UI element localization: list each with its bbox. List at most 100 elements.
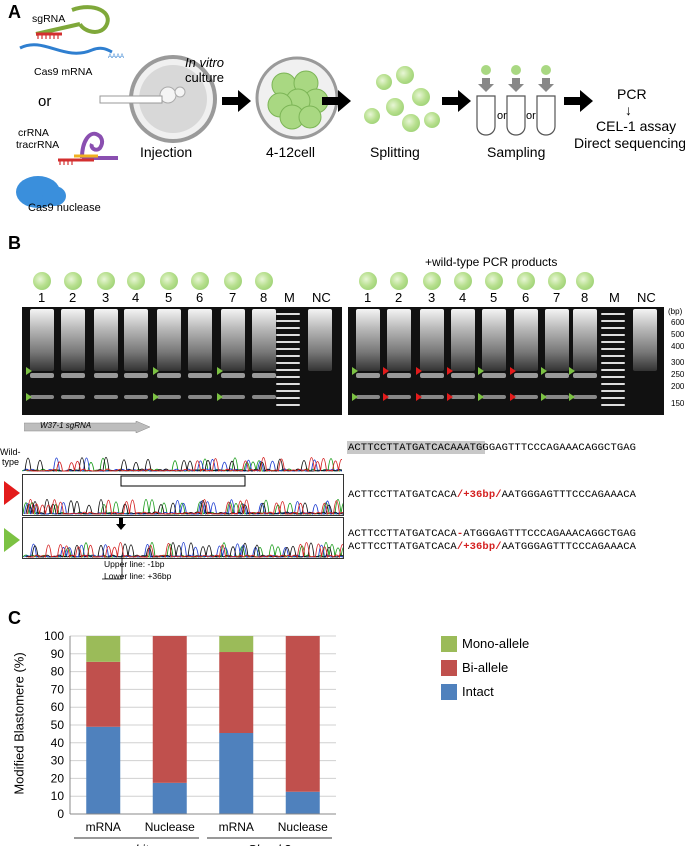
- ladder-band: [601, 320, 625, 322]
- ladder-band: [601, 341, 625, 343]
- x-tick-label: Nuclease: [145, 820, 195, 834]
- blastomere-icon: [64, 272, 82, 290]
- bp-tick-label: 200: [671, 382, 685, 391]
- green-arrowhead-icon: [153, 367, 159, 375]
- ladder-band: [276, 397, 300, 399]
- gel-lane: [308, 307, 332, 415]
- y-tick-label: 80: [51, 665, 65, 679]
- chromatogram-wild-type: [22, 434, 342, 472]
- injection-zygote: [99, 55, 217, 143]
- gel-band: [124, 373, 148, 378]
- ladder-band: [601, 383, 625, 385]
- cas9-mrna-label: Cas9 mRNA: [34, 66, 93, 78]
- y-tick-label: 50: [51, 718, 65, 732]
- y-tick-label: 30: [51, 754, 65, 768]
- legend-swatch: [441, 684, 457, 700]
- gel-band: [451, 395, 475, 399]
- gel-image-right: [348, 307, 664, 415]
- lane-label: M: [284, 290, 295, 305]
- note-bracket: [102, 555, 123, 580]
- gel-band: [356, 395, 380, 399]
- ladder-band: [601, 369, 625, 371]
- cas9-nuclease-label: Cas9 nuclease: [28, 202, 101, 214]
- ladder-band: [601, 327, 625, 329]
- green-arrow-icon: [4, 528, 20, 552]
- ladder-band: [276, 390, 300, 392]
- blastomere-icon: [255, 272, 273, 290]
- gel-smear: [545, 309, 569, 371]
- blastomere-icon: [127, 272, 145, 290]
- gel-smear: [573, 309, 597, 371]
- gel-band: [94, 373, 118, 378]
- legend-label: Bi-allele: [462, 660, 509, 675]
- gel-lane: [482, 307, 506, 415]
- bar-segment-bi-allele: [285, 636, 320, 792]
- ladder-band: [601, 404, 625, 406]
- bar-segment-intact: [86, 726, 121, 814]
- sampling-tubes: [476, 65, 556, 136]
- gel-lane: [157, 307, 181, 415]
- gel-lane: [124, 307, 148, 415]
- gel-band: [514, 373, 538, 378]
- marker-lane: [601, 307, 625, 415]
- gel-smear: [221, 309, 245, 371]
- arrow-right-icon: [564, 90, 593, 112]
- green-arrowhead-icon: [153, 393, 159, 401]
- ladder-band: [601, 334, 625, 336]
- lane-label: 2: [395, 290, 403, 305]
- bp-tick-label: 300: [671, 358, 685, 367]
- gel-band: [356, 373, 380, 378]
- blastomere-icon: [576, 272, 594, 290]
- blastomere-icon: [386, 98, 404, 116]
- seq-mono-lower: ACTTCCTTATGATCACA/+36bp/AATGGGAGTTTCCCAG…: [348, 541, 637, 553]
- lane-label: NC: [312, 290, 331, 305]
- green-arrowhead-icon: [352, 367, 358, 375]
- seq-wild-type: ACTTCCTTATGATCACAAATGGGAGTTTCCCAGAAACAGG…: [348, 442, 637, 454]
- cel1-label: CEL-1 assay: [596, 118, 677, 134]
- gel-smear: [61, 309, 85, 371]
- gel-band: [387, 395, 411, 399]
- gel-band: [482, 373, 506, 378]
- seq-mono-upper: ACTTCCTTATGATCACA-ATGGGAGTTTCCCAGAAACAGG…: [348, 528, 637, 540]
- green-arrowhead-icon: [569, 393, 575, 401]
- lane-label: 8: [260, 290, 268, 305]
- lane-label: 3: [102, 290, 110, 305]
- gel-band: [573, 373, 597, 378]
- gel-band: [545, 395, 569, 399]
- upper-line-note: Upper line: -1bp: [104, 559, 165, 569]
- gel-band: [221, 373, 245, 378]
- ladder-band: [601, 397, 625, 399]
- gel-smear: [420, 309, 444, 371]
- red-arrowhead-icon: [416, 367, 422, 375]
- ladder-band: [276, 334, 300, 336]
- lane-label: 8: [581, 290, 589, 305]
- bp-tick-label: 150: [671, 399, 685, 408]
- bar-segment-intact: [152, 782, 187, 814]
- sgrna-label: sgRNA: [32, 13, 66, 25]
- x-tick-label: mRNA: [219, 820, 254, 834]
- ladder-band: [601, 362, 625, 364]
- gel-band: [482, 395, 506, 399]
- blastomere-icon: [160, 272, 178, 290]
- blastomere-icon: [548, 272, 566, 290]
- gel-band: [252, 395, 276, 399]
- y-tick-label: 40: [51, 736, 65, 750]
- arrow-right-icon: [322, 90, 351, 112]
- gel-lane: [387, 307, 411, 415]
- right-gel-title: +wild-type PCR products: [425, 255, 558, 269]
- bar-segment-bi-allele: [219, 652, 254, 734]
- legend-swatch: [441, 636, 457, 652]
- gel-lane: [252, 307, 276, 415]
- blastomere-icon: [364, 108, 380, 124]
- ladder-band: [276, 320, 300, 322]
- bp-tick-label: 500: [671, 330, 685, 339]
- gel-lane: [221, 307, 245, 415]
- green-arrowhead-icon: [352, 393, 358, 401]
- crrna-label: crRNA: [18, 127, 49, 139]
- blastomere-icon: [390, 272, 408, 290]
- blastomere-icon: [485, 272, 503, 290]
- chromatogram-biallele: [22, 474, 344, 516]
- y-tick-label: 90: [51, 647, 65, 661]
